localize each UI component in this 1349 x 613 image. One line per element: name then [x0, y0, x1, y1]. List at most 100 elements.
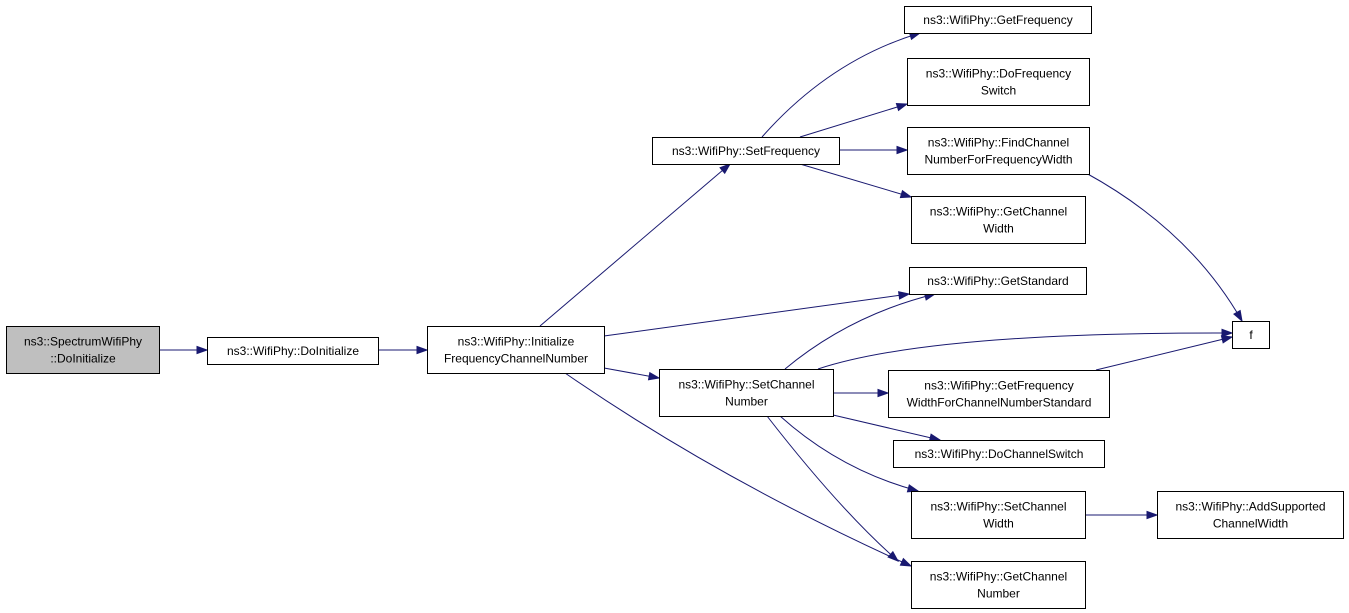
call-graph-edges [159, 31, 1243, 567]
edge-init_freq-to-get_chan_num [564, 372, 913, 567]
node-box[interactable] [911, 491, 1086, 539]
node-label: ns3::WifiPhy::SetChannel [678, 378, 814, 392]
edge-line [799, 163, 912, 198]
node-label: ns3::WifiPhy::DoChannelSwitch [915, 447, 1084, 461]
arrowhead-icon [877, 388, 890, 398]
node-label: Number [977, 587, 1020, 601]
node-box[interactable] [427, 326, 605, 374]
node-label: ns3::WifiPhy::GetChannel [930, 570, 1067, 584]
edge-set_freq-to-get_chan_width [799, 163, 913, 199]
edge-spectrum_doinit-to-doinit [159, 345, 209, 355]
arrowhead-icon [719, 163, 732, 175]
arrowhead-icon [898, 291, 911, 300]
node-label: ns3::WifiPhy::GetFrequency [924, 379, 1073, 393]
edge-line [564, 372, 912, 567]
edge-set_freq-to-do_freq_switch [799, 102, 909, 138]
node-label: ns3::WifiPhy::DoFrequency [926, 67, 1071, 81]
arrowhead-icon [906, 484, 920, 493]
node-label: f [1249, 328, 1253, 342]
edge-get_freq_width_std-to-f [1095, 335, 1234, 371]
edge-line [539, 163, 731, 327]
node-get-freq[interactable]: ns3::WifiPhy::GetFrequency [904, 6, 1092, 34]
node-box[interactable] [893, 440, 1105, 468]
edge-line [603, 293, 910, 337]
edge-set_chan_num-to-do_chan_switch [832, 414, 942, 442]
node-box[interactable] [888, 370, 1110, 418]
node-label: NumberForFrequencyWidth [924, 153, 1072, 167]
node-label: ns3::WifiPhy::FindChannel [928, 136, 1069, 150]
arrowhead-icon [1146, 510, 1159, 520]
arrowhead-icon [899, 557, 913, 567]
edge-line [784, 293, 936, 370]
node-get-freq-width-std[interactable]: ns3::WifiPhy::GetFrequencyWidthForChanne… [888, 370, 1110, 418]
node-box[interactable] [6, 326, 160, 374]
node-get-standard[interactable]: ns3::WifiPhy::GetStandard [909, 267, 1087, 295]
node-set-freq[interactable]: ns3::WifiPhy::SetFrequency [652, 137, 840, 165]
node-label: ns3::SpectrumWifiPhy [24, 335, 142, 349]
node-label: ChannelWidth [1213, 517, 1288, 531]
node-box[interactable] [904, 6, 1092, 34]
node-box[interactable] [911, 196, 1086, 244]
arrowhead-icon [196, 345, 209, 355]
edge-set_freq-to-find_chan [839, 145, 909, 155]
node-label: ns3::WifiPhy::SetFrequency [672, 144, 820, 158]
edge-line [1095, 336, 1233, 371]
node-label: WidthForChannelNumberStandard [907, 396, 1092, 410]
edge-line [766, 415, 899, 562]
arrowhead-icon [899, 189, 913, 199]
node-box[interactable] [207, 337, 379, 365]
edge-line [1085, 172, 1243, 322]
arrowhead-icon [896, 145, 909, 155]
node-label: Switch [981, 84, 1016, 98]
edge-set_chan_num-to-get_freq_width_std [833, 388, 890, 398]
edge-line [779, 415, 919, 492]
node-box[interactable] [907, 58, 1090, 106]
node-label: ns3::WifiPhy::AddSupported [1175, 500, 1325, 514]
edge-set_chan_num-to-f [817, 328, 1234, 370]
node-do-chan-switch[interactable]: ns3::WifiPhy::DoChannelSwitch [893, 440, 1105, 468]
node-init-freq[interactable]: ns3::WifiPhy::InitializeFrequencyChannel… [427, 326, 605, 374]
node-label: ::DoInitialize [50, 352, 116, 366]
edge-line [761, 32, 921, 138]
node-box[interactable] [659, 369, 834, 417]
node-label: ns3::WifiPhy::Initialize [458, 335, 575, 349]
edge-init_freq-to-set_freq [539, 163, 732, 327]
node-box[interactable] [652, 137, 840, 165]
arrowhead-icon [1220, 335, 1234, 344]
edge-line [832, 414, 941, 441]
node-label: ns3::WifiPhy::SetChannel [930, 500, 1066, 514]
node-label: Number [725, 395, 768, 409]
node-label: ns3::WifiPhy::GetChannel [930, 205, 1067, 219]
node-label: ns3::WifiPhy::GetFrequency [923, 13, 1072, 27]
arrowhead-icon [895, 102, 909, 112]
edge-set_chan_num-to-get_chan_num [766, 415, 900, 562]
edge-find_chan-to-f [1085, 172, 1243, 323]
node-box[interactable] [907, 127, 1090, 175]
arrowhead-icon [887, 550, 900, 562]
node-find-chan[interactable]: ns3::WifiPhy::FindChannelNumberForFreque… [907, 127, 1090, 175]
edge-line [799, 103, 908, 138]
node-label: Width [983, 222, 1014, 236]
node-doinit[interactable]: ns3::WifiPhy::DoInitialize [207, 337, 379, 365]
node-label: ns3::WifiPhy::DoInitialize [227, 344, 359, 358]
edge-doinit-to-init_freq [378, 345, 429, 355]
node-f[interactable]: f [1232, 321, 1270, 349]
node-box[interactable] [1157, 491, 1344, 539]
node-spectrum-doinit[interactable]: ns3::SpectrumWifiPhy::DoInitialize [6, 326, 160, 374]
node-box[interactable] [1232, 321, 1270, 349]
node-label: FrequencyChannelNumber [444, 352, 588, 366]
edge-set_chan_width-to-add_supported [1085, 510, 1159, 520]
edge-init_freq-to-set_chan_num [603, 367, 661, 381]
arrowhead-icon [647, 371, 661, 381]
node-label: Width [983, 517, 1014, 531]
node-box[interactable] [911, 561, 1086, 609]
node-box[interactable] [909, 267, 1087, 295]
edge-line [817, 332, 1233, 370]
